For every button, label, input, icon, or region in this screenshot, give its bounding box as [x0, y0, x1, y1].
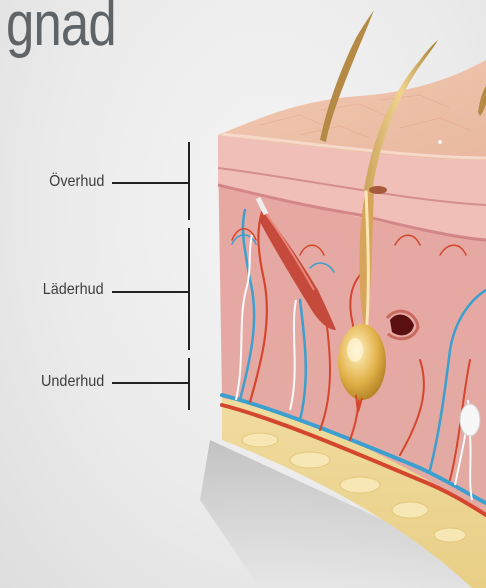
sweat-gland	[460, 404, 480, 436]
